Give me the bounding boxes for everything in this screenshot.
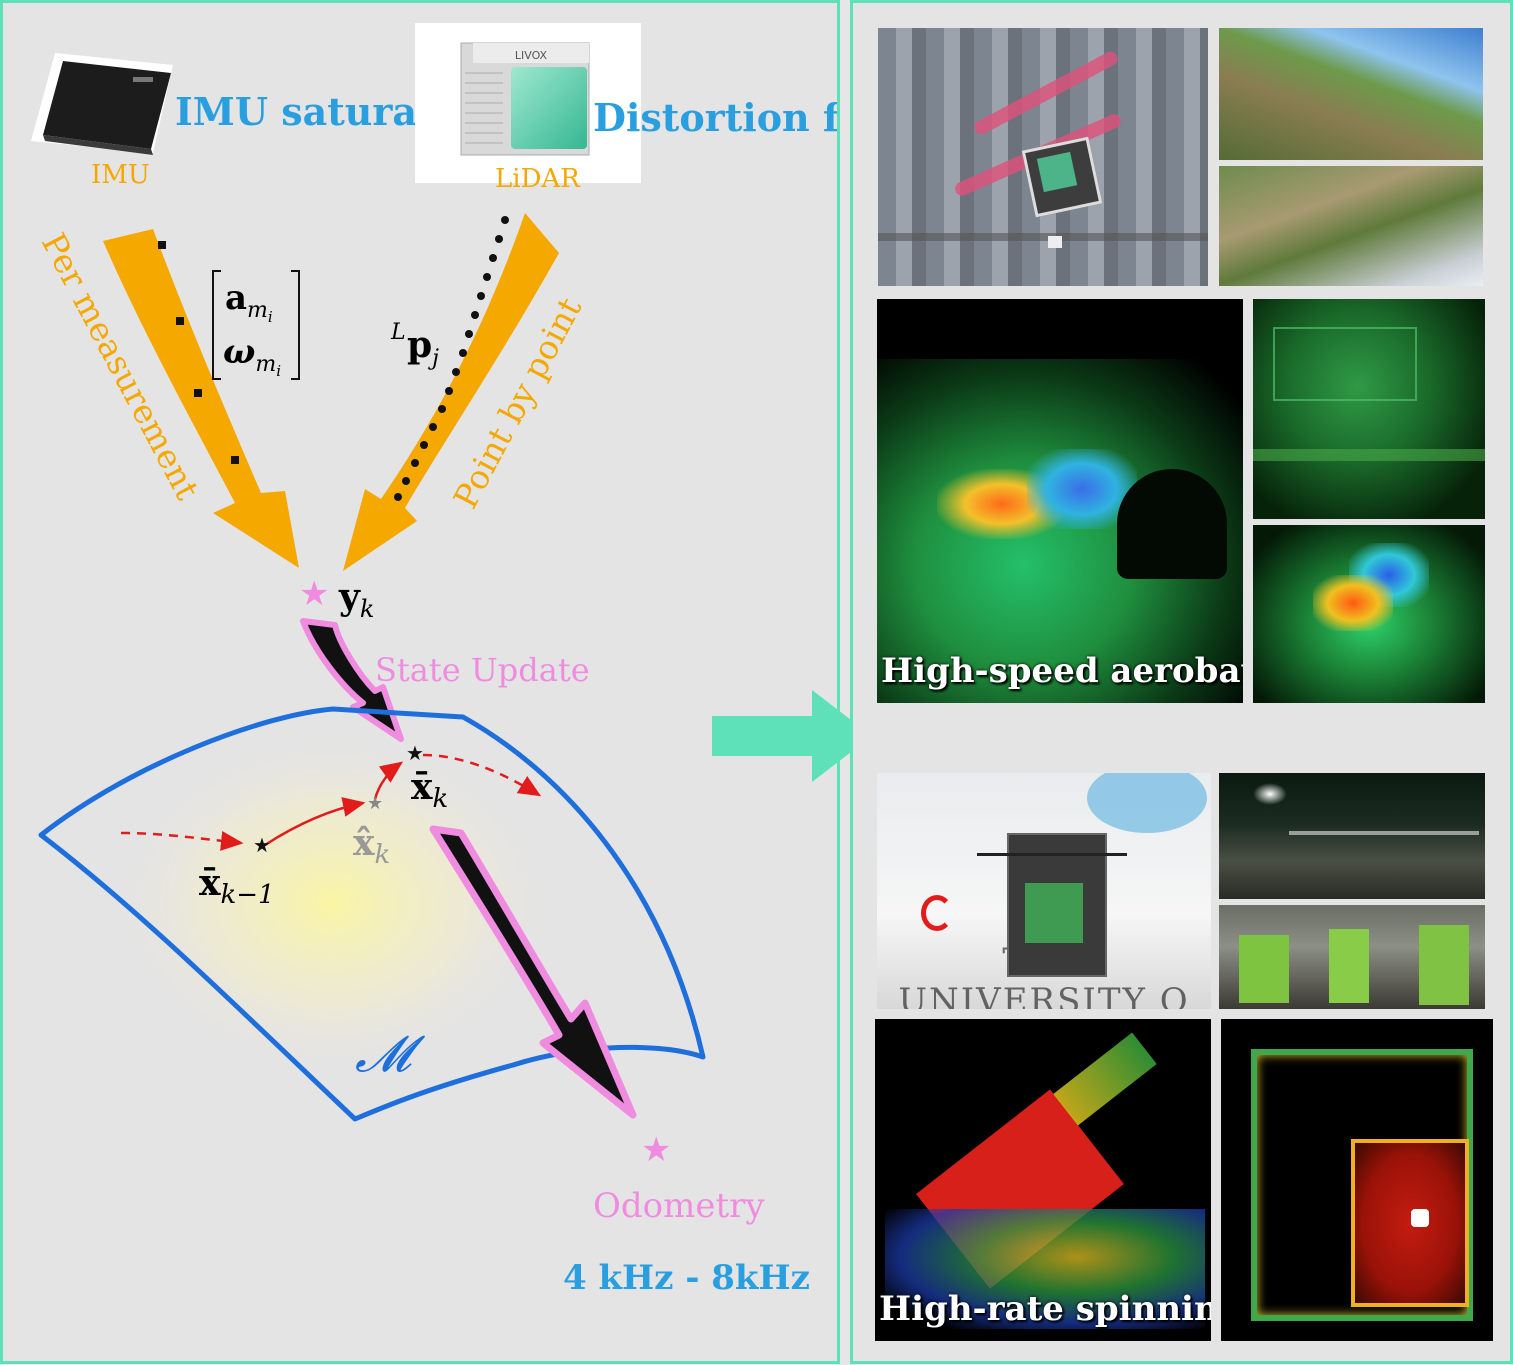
imu-measurement-dots [158,241,239,464]
prev-state-star: ★ [253,833,271,857]
rate-label: 4 kHz - 8kHz [563,1258,810,1298]
svg-text:ami: ami [225,278,273,326]
update-arrow [373,761,404,800]
fisheye-view-photo-1 [1219,28,1483,160]
rotation-icon [921,895,953,931]
spinning-map-overview: High-rate spinning [875,1019,1211,1341]
manifold-glow [113,733,553,1073]
odometry-star: ★ [641,1130,671,1170]
transition-arrow [712,690,872,782]
aerobatics-map-wall [1253,525,1485,703]
aerobatics-caption: High-speed aerobatics [881,651,1243,691]
lidar-brand: LIVOX [515,49,548,62]
aerobatics-map-building [1253,299,1485,519]
right-panel: High-speed aerobatics THE UNIVERSITY O [850,0,1513,1364]
propagated-state-label: x̂k [353,822,390,870]
odometry-label: Odometry [593,1186,765,1226]
night-corridor-photo [1219,773,1485,899]
spinning-caption: High-rate spinning [879,1289,1211,1329]
odometry-arrow [429,825,637,1119]
pipeline-diagram: IMU IMU saturation LIVOX LiDAR Distortio… [31,23,908,1298]
prev-state-label: x̄k−1 [199,862,275,910]
spinning-map-floorplan [1221,1019,1493,1341]
spinning-drone-photo: THE UNIVERSITY O [877,773,1211,1009]
lidar-point-frame: L [390,320,406,345]
lidar-point-dots [394,216,509,501]
distortion-free-heading: Distortion free [593,95,837,140]
lidar-device-image: LIVOX [415,23,641,183]
fisheye-view-photo-2 [1219,166,1483,286]
lidar-label: LiDAR [495,164,581,194]
propagated-state-star: ★ [367,793,383,814]
imu-accel: a [225,278,247,318]
propagation-arrow [264,797,366,847]
left-panel: IMU IMU saturation LIVOX LiDAR Distortio… [0,0,908,1364]
imu-device-image [31,53,173,155]
imu-label: IMU [91,160,150,190]
aerobatics-map-large: High-speed aerobatics [877,299,1243,703]
svg-text:ωmi: ωmi [223,332,281,380]
drone-flight-photo [878,28,1208,286]
imu-vector: ami ωmi [212,270,300,380]
measurement-star: ★ [299,574,329,614]
updated-state-star: ★ [406,741,424,765]
imu-gyro: ω [223,332,255,372]
manifold-surface [38,706,706,1122]
updated-state-label: x̄k [411,766,448,814]
indoor-room-photo [1219,905,1485,1009]
state-update-label: State Update [375,651,590,689]
imu-arrow [103,229,299,568]
lidar-point-label: pj [407,324,439,371]
measurement-label: yk [338,576,374,623]
